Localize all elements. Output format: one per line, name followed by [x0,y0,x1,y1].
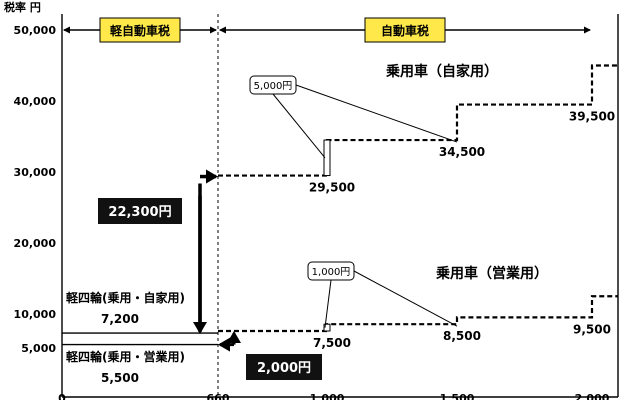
section-label-box [99,17,181,43]
difference-label: 22,300円 [108,205,171,220]
x-tick-label: 0 [58,392,66,400]
difference-label-box [98,198,182,224]
y-tick-label: 10,000 [14,308,57,321]
y-unit-label: 税率 円 [4,0,41,14]
series-line [218,295,618,333]
value-label: 39,500 [569,110,615,124]
callout-target [323,139,331,177]
kei-commercial-label: 軽四輪(乗用・営業用) [66,349,185,364]
value-label: 34,500 [439,145,485,159]
callout-leader [272,93,326,159]
callout-leader [353,270,458,327]
difference-label-box [246,354,322,380]
series-label-private: 乗用車（自家用） [385,63,498,80]
callout-leader [324,279,332,328]
callout-label: 5,000円 [254,81,293,92]
y-tick-label: 40,000 [14,95,57,108]
x-tick-label: 660 [207,392,230,400]
y-tick-label: 30,000 [14,166,57,179]
callout-target [323,323,331,332]
x-tick-label: 1,000 [310,392,345,400]
kei-private-value: 7,200 [101,312,139,326]
section-label-box [364,17,446,43]
value-label: 9,500 [573,322,611,336]
kei-commercial-value: 5,500 [101,371,139,385]
kei-private-label: 軽四輪(乗用・自家用) [66,290,185,305]
series-label-commercial: 乗用車（営業用） [435,265,548,282]
value-label: 29,500 [309,181,355,195]
x-tick-label: 2,000 [575,392,610,400]
difference-label: 2,000円 [257,361,311,376]
y-tick-label: 5,000 [21,342,56,355]
callout-label: 1,000円 [312,267,351,278]
value-label: 7,500 [313,336,351,350]
value-label: 8,500 [443,329,481,343]
section-label: 自動車税 [381,23,429,38]
section-label: 軽自動車税 [110,23,170,38]
y-tick-label: 50,000 [14,24,57,37]
x-tick-label: 1,500 [440,392,475,400]
callout-leader [295,84,458,143]
y-tick-label: 20,000 [14,237,57,250]
